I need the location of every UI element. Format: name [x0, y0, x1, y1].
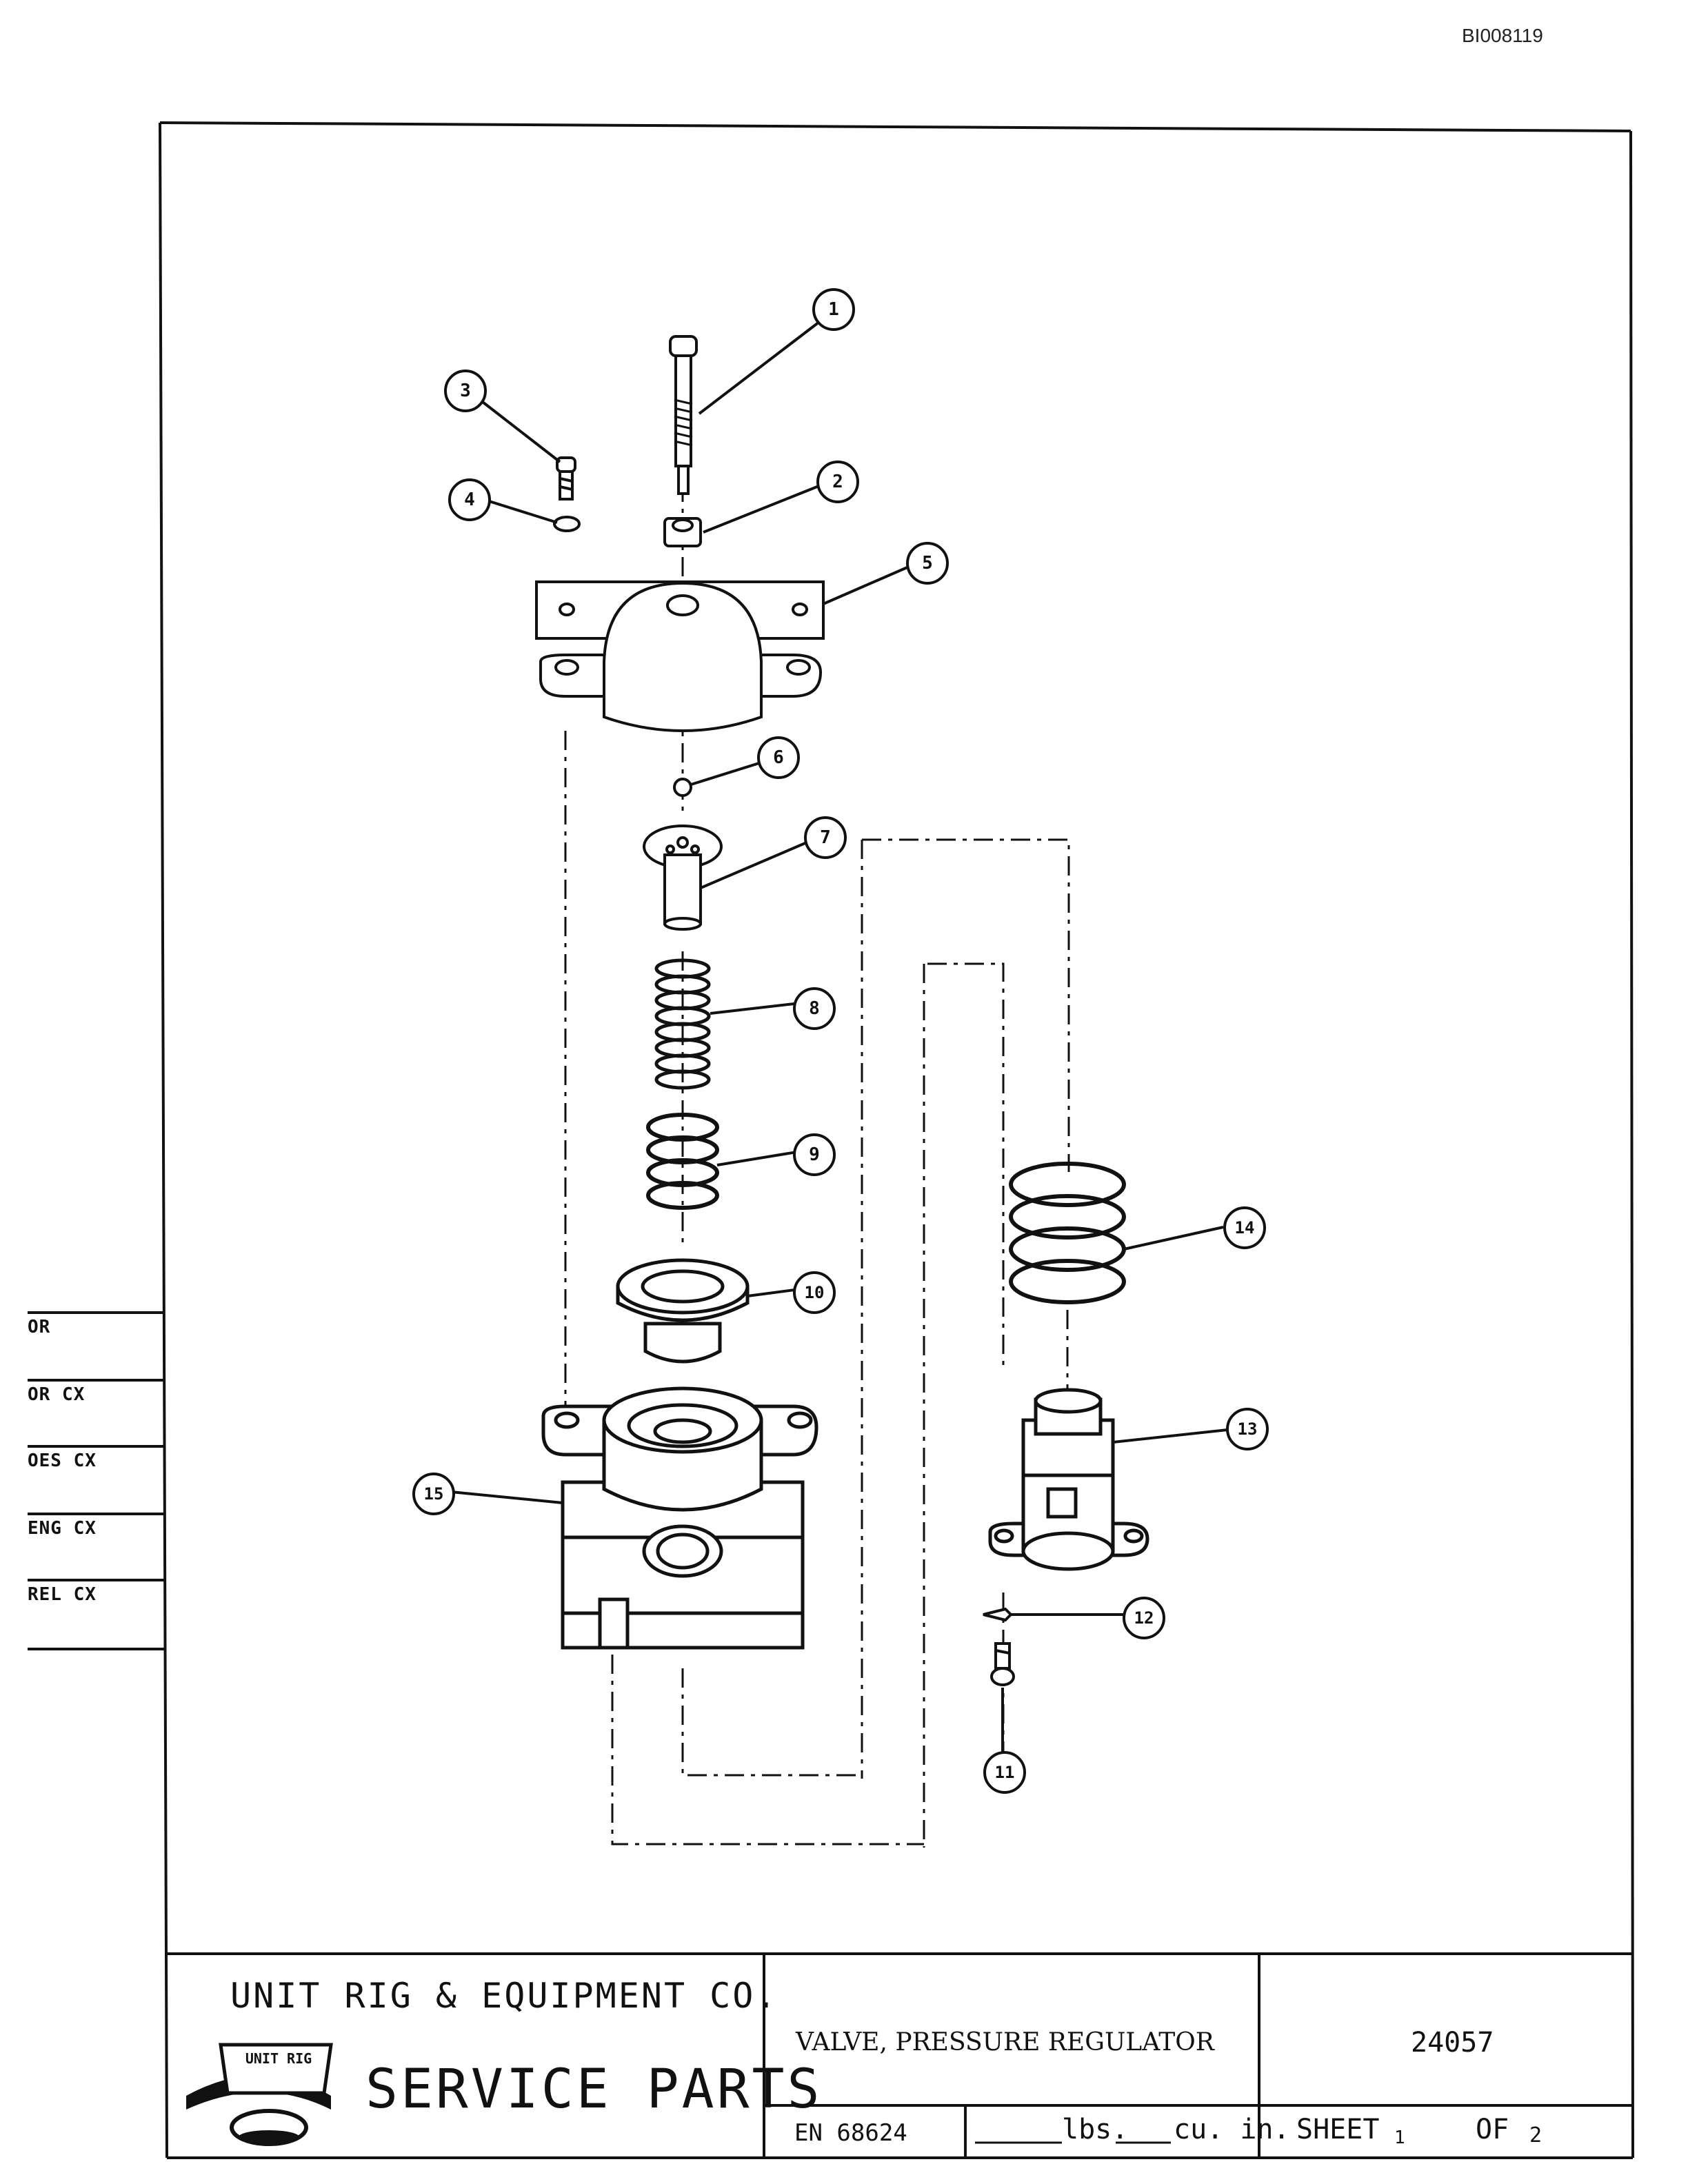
part-6-ball [673, 778, 692, 797]
volume-unit: cu. in. [1174, 2114, 1290, 2145]
sheet-number: 1 [1394, 2127, 1405, 2148]
part-12-pin [983, 1607, 1013, 1622]
callout-6-label: 6 [773, 747, 784, 768]
drawing-title: VALVE, PRESSURE REGULATOR [796, 2028, 1214, 2056]
side-label-oes-cx: OES CX [28, 1450, 97, 1471]
sheet-total: 2 [1529, 2123, 1543, 2147]
callout-15: 15 [412, 1473, 455, 1515]
side-label-or: OR [28, 1317, 51, 1337]
part-13-cartridge [988, 1388, 1149, 1571]
part-15-body [541, 1386, 818, 1650]
callout-8-label: 8 [809, 998, 820, 1019]
part-10-seat [616, 1258, 750, 1364]
callout-5: 5 [906, 542, 949, 585]
part-number: 24057 [1411, 2027, 1494, 2059]
part-14-spring [1009, 1162, 1126, 1304]
callout-7: 7 [804, 816, 847, 859]
unit-rig-logo [186, 2043, 333, 2146]
callout-2: 2 [816, 461, 859, 503]
service-parts-label: SERVICE PARTS [365, 2059, 823, 2121]
revision-table-lines [28, 1311, 164, 1650]
en-number: EN 68624 [794, 2119, 907, 2147]
callout-8: 8 [793, 987, 836, 1030]
side-label-rel-cx: REL CX [28, 1584, 97, 1605]
title-block-lines [165, 1952, 1633, 2158]
callout-11-label: 11 [994, 1763, 1015, 1782]
callout-10-label: 10 [804, 1283, 825, 1302]
logo-text: UNIT RIG [245, 2050, 312, 2067]
document-id: BI008119 [1462, 25, 1543, 46]
callout-12: 12 [1123, 1597, 1165, 1639]
leader-lines [450, 318, 1228, 1752]
callout-1: 1 [812, 288, 855, 331]
part-8-spring [654, 958, 711, 1090]
part-11-screw [990, 1642, 1015, 1686]
callout-9-label: 9 [809, 1144, 820, 1165]
callout-15-label: 15 [423, 1484, 444, 1504]
callout-13-label: 13 [1237, 1419, 1258, 1439]
part-1-bolt [669, 335, 698, 495]
company-name: UNIT RIG & EQUIPMENT CO. [230, 1976, 778, 2016]
side-label-eng-cx: ENG CX [28, 1518, 97, 1539]
part-2-nut [663, 517, 702, 547]
callout-3-label: 3 [460, 381, 471, 401]
callout-7-label: 7 [820, 827, 831, 848]
callout-3: 3 [444, 370, 487, 412]
part-9-spring [646, 1113, 719, 1210]
part-4-washer [553, 516, 581, 532]
of-label: OF [1476, 2114, 1509, 2145]
sheet-label: SHEET [1296, 2114, 1380, 2145]
callout-4: 4 [448, 478, 491, 521]
callout-14: 14 [1223, 1206, 1266, 1249]
callout-13: 13 [1226, 1408, 1269, 1450]
side-label-or-cx: OR CX [28, 1384, 86, 1405]
part-7-piston [643, 825, 723, 931]
drawing-border [159, 121, 1634, 2159]
callout-5-label: 5 [922, 553, 933, 574]
callout-4-label: 4 [464, 489, 475, 510]
weight-unit: lbs. [1062, 2114, 1129, 2145]
callout-1-label: 1 [828, 299, 839, 320]
callout-2-label: 2 [832, 472, 843, 492]
callout-11: 11 [983, 1751, 1026, 1794]
part-3-screw [556, 456, 576, 501]
callout-6: 6 [757, 736, 800, 779]
callout-14-label: 14 [1234, 1218, 1255, 1237]
callout-12-label: 12 [1134, 1608, 1154, 1628]
callout-10: 10 [793, 1271, 836, 1314]
part-5-cover [535, 580, 825, 732]
callout-9: 9 [793, 1133, 836, 1176]
